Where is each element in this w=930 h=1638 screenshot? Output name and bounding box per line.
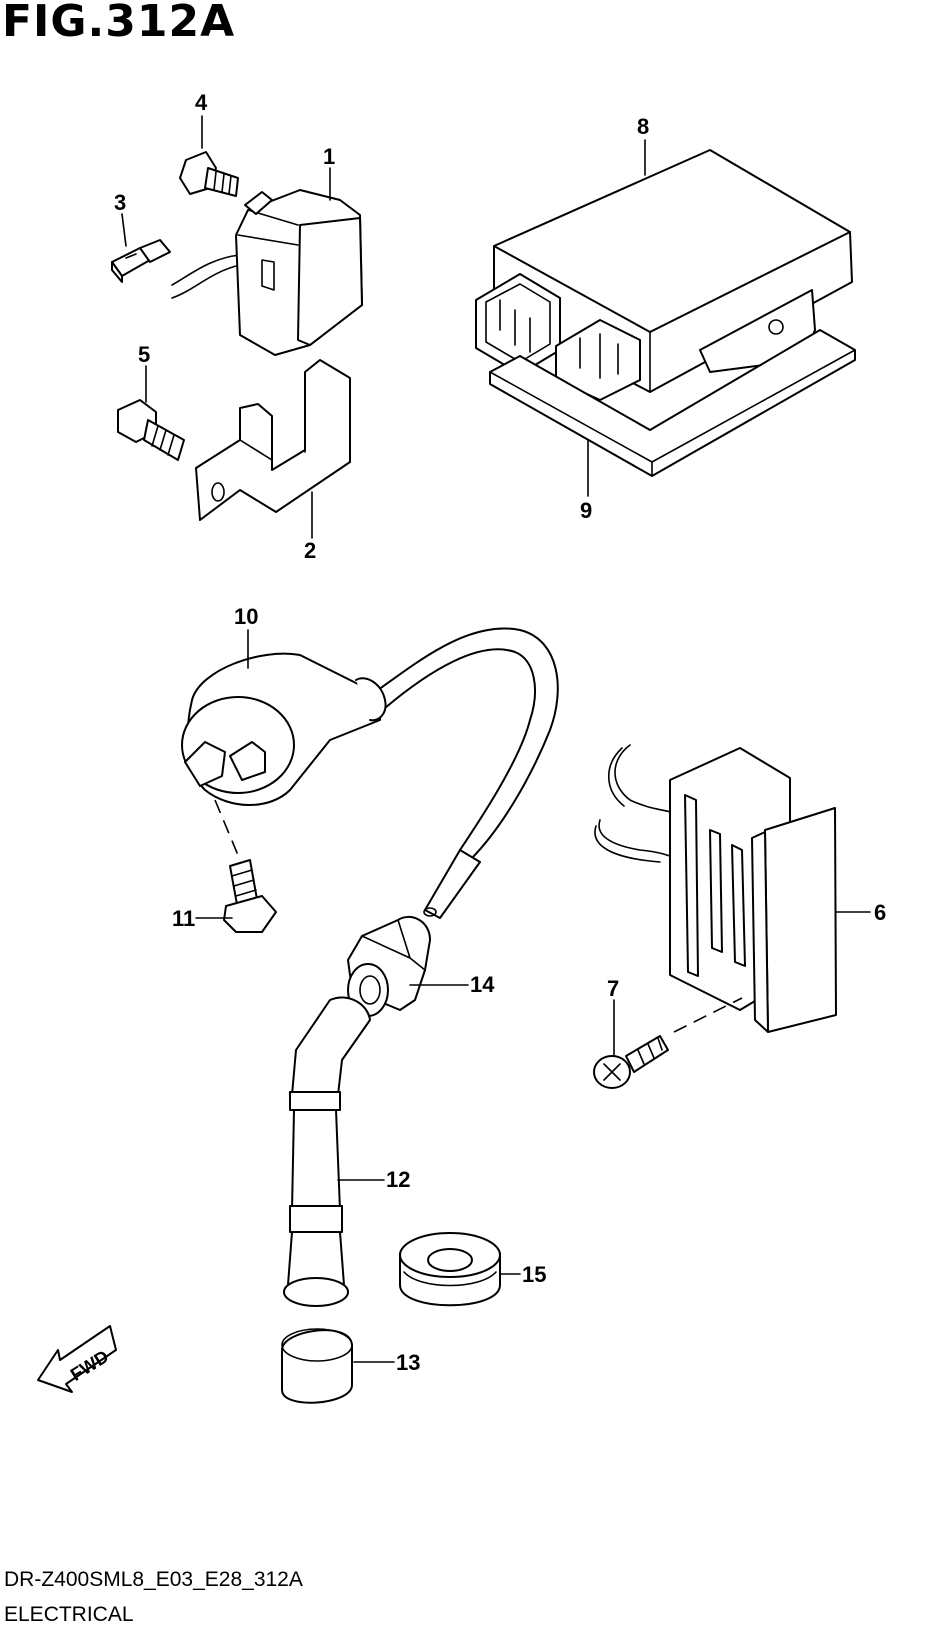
diagram-code: DR-Z400SML8_E03_E28_312A xyxy=(4,1568,303,1591)
part-13-cap[interactable] xyxy=(281,1328,353,1404)
part-10-ignition-coil[interactable] xyxy=(181,627,559,919)
part-11-bolt[interactable] xyxy=(214,799,277,933)
part-12-plug-cap[interactable] xyxy=(283,996,371,1307)
part-3-clip[interactable] xyxy=(111,239,171,283)
part-8-control-unit[interactable] xyxy=(475,149,853,401)
callout-7: 7 xyxy=(607,976,619,1001)
callout-14: 14 xyxy=(470,972,495,997)
callout-13: 13 xyxy=(396,1350,420,1375)
part-6-regulator[interactable] xyxy=(594,744,837,1033)
section-name: ELECTRICAL xyxy=(4,1603,134,1626)
leader-lines xyxy=(121,115,871,1363)
part-9-pad[interactable] xyxy=(489,329,856,477)
part-2-bracket[interactable] xyxy=(195,359,351,521)
callouts: 1 2 3 4 5 6 7 8 9 10 11 12 13 14 15 xyxy=(114,90,886,1375)
callout-3: 3 xyxy=(114,190,126,215)
part-1-relay[interactable] xyxy=(171,189,363,356)
fig-title: FIG.312A xyxy=(2,0,236,47)
callout-15: 15 xyxy=(522,1262,546,1287)
callout-9: 9 xyxy=(580,498,592,523)
part-7-screw[interactable] xyxy=(593,997,743,1089)
callout-12: 12 xyxy=(386,1167,410,1192)
callout-11: 11 xyxy=(172,906,195,931)
part-4-bolt[interactable] xyxy=(179,151,239,197)
callout-5: 5 xyxy=(138,342,150,367)
part-15-grommet[interactable] xyxy=(399,1232,501,1307)
callout-2: 2 xyxy=(304,538,316,563)
part-5-bolt[interactable] xyxy=(117,399,185,461)
fwd-arrow: FWD xyxy=(37,1325,117,1393)
callout-6: 6 xyxy=(874,900,886,925)
callout-4: 4 xyxy=(195,90,208,115)
part-14-connector[interactable] xyxy=(347,915,431,1017)
callout-8: 8 xyxy=(637,114,649,139)
callout-1: 1 xyxy=(323,144,335,169)
callout-10: 10 xyxy=(234,604,258,629)
